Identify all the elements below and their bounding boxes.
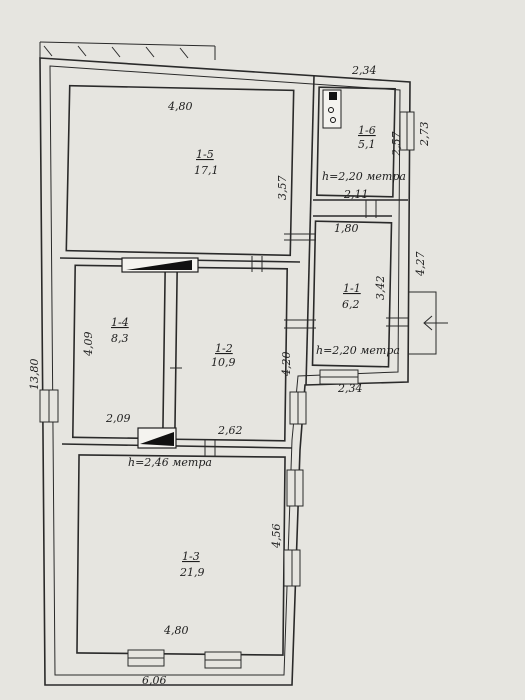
dim-total-length: 13,80: [28, 359, 41, 391]
room-1-4-area: 8,3: [111, 332, 129, 345]
room-1-5-id: 1-5: [196, 148, 214, 161]
room-1-1-id: 1-1: [343, 282, 361, 295]
room-1-6-outline: [316, 86, 396, 198]
room-1-4-id: 1-4: [111, 316, 129, 329]
dim-room-1-1-width: 1,80: [334, 222, 359, 235]
dim-room-1-6-depth: 2,57: [390, 132, 403, 158]
dim-room-1-2-width: 2,62: [217, 424, 243, 437]
dim-room-1-5-depth: 3,57: [276, 176, 289, 201]
stove-icon-lower: [137, 427, 177, 449]
room-1-3-area: 21,9: [179, 566, 205, 579]
dim-room-1-3-width: 4,80: [163, 624, 189, 637]
room-1-2-id: 1-2: [215, 342, 233, 355]
entrance-arrow-icon: [408, 291, 448, 355]
kitchen-stove-icon: [322, 89, 342, 129]
dim-room-1-4-depth: 4,09: [82, 332, 95, 358]
dim-room-1-5-width: 4,80: [167, 100, 193, 113]
windows: [39, 111, 415, 669]
stove-icon: [121, 257, 199, 273]
height-room-1-1: h=2,20 метра: [316, 344, 400, 357]
dim-room-1-2-depth: 4,20: [280, 352, 293, 378]
room-1-1-area: 6,2: [342, 298, 360, 311]
room-1-4-outline: [71, 264, 167, 440]
room-1-2-outline: [173, 266, 289, 442]
door-ticks: [170, 200, 408, 456]
dim-porch-length: 4,27: [414, 252, 427, 278]
dim-room-1-6-width: 2,11: [343, 188, 369, 201]
room-1-5-area: 17,1: [194, 164, 219, 177]
party-wall-hatch: [39, 41, 216, 60]
dim-bottom-right-width: 2,34: [337, 382, 363, 395]
room-1-1-outline: [311, 220, 393, 368]
dim-room-1-1-depth: 3,42: [374, 276, 387, 301]
dim-bottom-exterior: 6,06: [142, 674, 167, 687]
room-1-5-outline: [65, 84, 295, 257]
room-1-6-id: 1-6: [358, 124, 376, 137]
height-room-1-3: h=2,46 метра: [128, 456, 212, 469]
dim-right-exterior: 2,73: [418, 122, 431, 148]
dim-top-right-width: 2,34: [351, 64, 377, 77]
dim-room-1-4-width: 2,09: [105, 412, 131, 425]
dim-room-1-3-depth: 4,56: [270, 524, 283, 550]
height-room-1-6: h=2,20 метра: [322, 170, 406, 183]
room-1-6-area: 5,1: [358, 138, 376, 151]
room-1-3-id: 1-3: [182, 550, 200, 563]
room-1-2-area: 10,9: [211, 356, 236, 369]
